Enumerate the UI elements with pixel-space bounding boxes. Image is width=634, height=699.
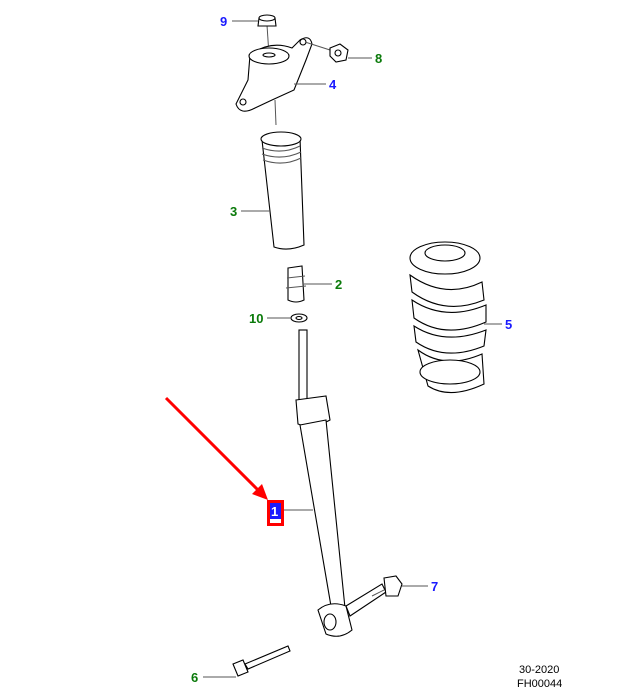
callout-1-highlight[interactable]: 1 — [267, 500, 284, 526]
callout-7[interactable]: 7 — [431, 579, 438, 594]
part-1-shock-absorber[interactable] — [295, 329, 387, 637]
part-2-bump-stop[interactable] — [285, 265, 307, 303]
callout-9[interactable]: 9 — [220, 14, 227, 29]
callout-5[interactable]: 5 — [505, 317, 512, 332]
part-9-nut[interactable] — [257, 14, 277, 56]
callout-3[interactable]: 3 — [230, 204, 237, 219]
callout-4[interactable]: 4 — [329, 77, 337, 92]
part-4-top-mount[interactable] — [235, 37, 313, 126]
part-7-bushing[interactable] — [371, 575, 403, 597]
callout-2[interactable]: 2 — [335, 277, 342, 292]
callout-6[interactable]: 6 — [191, 670, 198, 685]
part-6-bolt[interactable] — [232, 645, 291, 677]
part-10-washer[interactable] — [290, 313, 308, 323]
figure-id: FH00044 — [517, 678, 562, 690]
callout-10[interactable]: 10 — [249, 311, 263, 326]
part-5-coil-spring[interactable] — [409, 241, 487, 394]
part-8-nut[interactable] — [304, 41, 349, 63]
callout-8[interactable]: 8 — [375, 51, 382, 66]
callout-1[interactable]: 1 — [271, 504, 278, 519]
red-pointer-arrow — [164, 396, 268, 500]
date-code: 30-2020 — [519, 664, 559, 676]
part-3-dust-boot[interactable] — [260, 131, 305, 250]
leader-lines — [203, 20, 502, 678]
